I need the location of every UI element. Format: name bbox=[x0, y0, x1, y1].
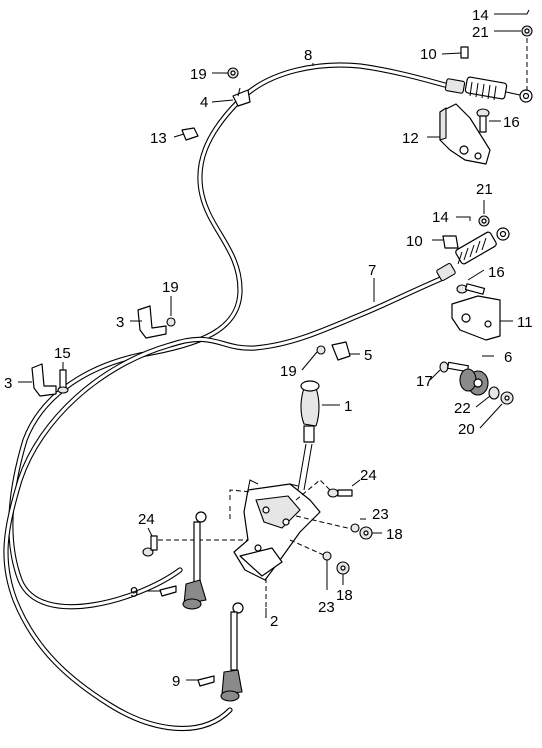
cable-8 bbox=[8, 62, 455, 610]
clip-19-top bbox=[227, 67, 239, 79]
callout-19-center: 19 bbox=[280, 363, 297, 380]
callout-2: 2 bbox=[270, 613, 278, 630]
bracket-12 bbox=[439, 103, 491, 165]
callout-8: 8 bbox=[304, 47, 312, 64]
shift-knob-1 bbox=[300, 380, 320, 427]
cable-8-end-fitting bbox=[444, 76, 533, 103]
bushing-6 bbox=[459, 368, 489, 396]
clip-10-top bbox=[460, 46, 469, 59]
bracket-4 bbox=[232, 87, 251, 107]
cable-7-end-fitting bbox=[436, 227, 510, 282]
nut-18-right bbox=[359, 526, 373, 540]
callout-24-left: 24 bbox=[138, 511, 155, 528]
bolt-17 bbox=[439, 361, 469, 373]
callout-20: 20 bbox=[458, 421, 475, 438]
clip-19-center bbox=[316, 345, 326, 355]
leader-lines bbox=[18, 13, 521, 681]
clip-14-top bbox=[516, 9, 530, 15]
callout-23-bottom: 23 bbox=[318, 599, 335, 616]
cable-7 bbox=[3, 275, 446, 732]
nut-23-bottom bbox=[322, 551, 332, 561]
callout-21-mid: 21 bbox=[476, 181, 493, 198]
callout-3-lower: 3 bbox=[4, 375, 12, 392]
callout-22: 22 bbox=[454, 400, 471, 417]
bracket-5 bbox=[331, 341, 351, 361]
nut-23-right bbox=[350, 523, 360, 533]
nut-21-top bbox=[521, 25, 533, 37]
nut-18-bottom bbox=[336, 561, 350, 575]
callout-9-upper: 9 bbox=[130, 584, 138, 601]
callout-7: 7 bbox=[368, 262, 376, 279]
callout-23-right: 23 bbox=[372, 506, 389, 523]
callout-10-mid: 10 bbox=[406, 233, 423, 250]
bracket-3-upper bbox=[137, 305, 167, 339]
callout-14-top: 14 bbox=[472, 7, 489, 24]
callout-17: 17 bbox=[416, 373, 433, 390]
bolt-24-left bbox=[142, 535, 158, 557]
nut-20 bbox=[500, 391, 514, 405]
shifter-housing-2 bbox=[233, 479, 321, 581]
bracket-3-lower bbox=[31, 363, 57, 397]
callout-21-top: 21 bbox=[472, 24, 489, 41]
washer-22 bbox=[488, 386, 500, 400]
callout-13: 13 bbox=[150, 130, 167, 147]
callout-16-top: 16 bbox=[503, 114, 520, 131]
bolt-15 bbox=[57, 369, 69, 394]
cable-8-shifter-end bbox=[182, 511, 207, 610]
callout-19-left: 19 bbox=[162, 279, 179, 296]
cable-7-shifter-end bbox=[220, 602, 244, 702]
clip-9-lower bbox=[197, 675, 215, 687]
callout-15: 15 bbox=[54, 345, 71, 362]
callout-24-right: 24 bbox=[360, 467, 377, 484]
callout-4: 4 bbox=[200, 94, 208, 111]
clip-14-mid bbox=[458, 216, 471, 221]
bolt-16-top bbox=[476, 108, 490, 133]
bracket-11 bbox=[451, 295, 501, 341]
callout-6: 6 bbox=[504, 349, 512, 366]
callout-12: 12 bbox=[402, 130, 419, 147]
callout-9-lower: 9 bbox=[172, 673, 180, 690]
shift-lever bbox=[297, 425, 315, 491]
callout-10-top: 10 bbox=[420, 46, 437, 63]
callout-3-upper: 3 bbox=[116, 314, 124, 331]
callout-11: 11 bbox=[517, 314, 533, 331]
callout-labels: 14 21 10 8 19 4 13 12 16 21 14 10 7 16 1… bbox=[4, 7, 533, 690]
nut-21-mid bbox=[478, 215, 490, 227]
bracket-13 bbox=[181, 127, 199, 141]
callout-5: 5 bbox=[364, 347, 372, 364]
callout-18-bottom: 18 bbox=[336, 587, 353, 604]
dashed-leaders-shifter bbox=[158, 479, 357, 618]
nut-19-left bbox=[166, 317, 176, 327]
bolt-24-right bbox=[327, 488, 353, 498]
callout-19-top: 19 bbox=[190, 66, 207, 83]
callout-14-mid: 14 bbox=[432, 209, 449, 226]
callout-16-mid: 16 bbox=[488, 264, 505, 281]
callout-1: 1 bbox=[344, 398, 352, 415]
clip-9-upper bbox=[159, 585, 177, 597]
callout-18-right: 18 bbox=[386, 526, 403, 543]
clip-10-mid bbox=[442, 235, 459, 249]
bolt-16-mid bbox=[456, 283, 486, 295]
